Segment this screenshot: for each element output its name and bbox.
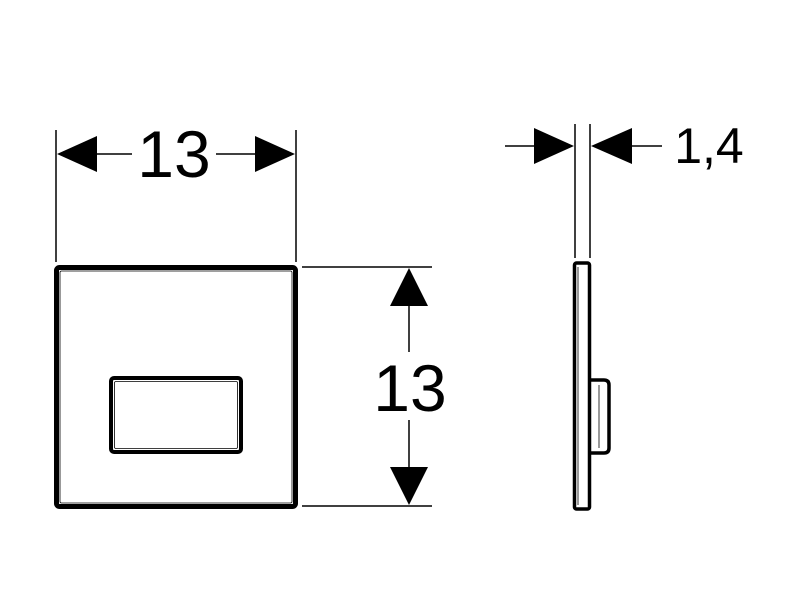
width-dimension: 13 <box>55 117 297 262</box>
width-arrowhead-left <box>57 136 97 172</box>
height-arrowhead-top <box>390 268 428 306</box>
flush-button-outline <box>109 376 243 454</box>
side-button-protrusion <box>590 378 611 455</box>
height-dimension: 13 <box>302 266 447 507</box>
front-view <box>54 265 298 509</box>
front-plate-inner-line <box>59 270 293 504</box>
width-arrowhead-right <box>255 136 295 172</box>
width-dimension-label: 13 <box>137 117 210 191</box>
thickness-arrowhead-right <box>591 128 632 164</box>
height-dimension-label: 13 <box>373 351 446 425</box>
flush-button-inner-line <box>114 381 238 449</box>
front-plate-outline <box>54 265 298 509</box>
side-view <box>572 261 611 511</box>
thickness-dimension-label: 1,4 <box>674 118 744 174</box>
height-arrowhead-bottom <box>390 467 428 505</box>
thickness-arrowhead-left <box>534 128 574 164</box>
thickness-dimension: 1,4 <box>505 118 744 258</box>
side-plate-outline <box>572 261 592 511</box>
